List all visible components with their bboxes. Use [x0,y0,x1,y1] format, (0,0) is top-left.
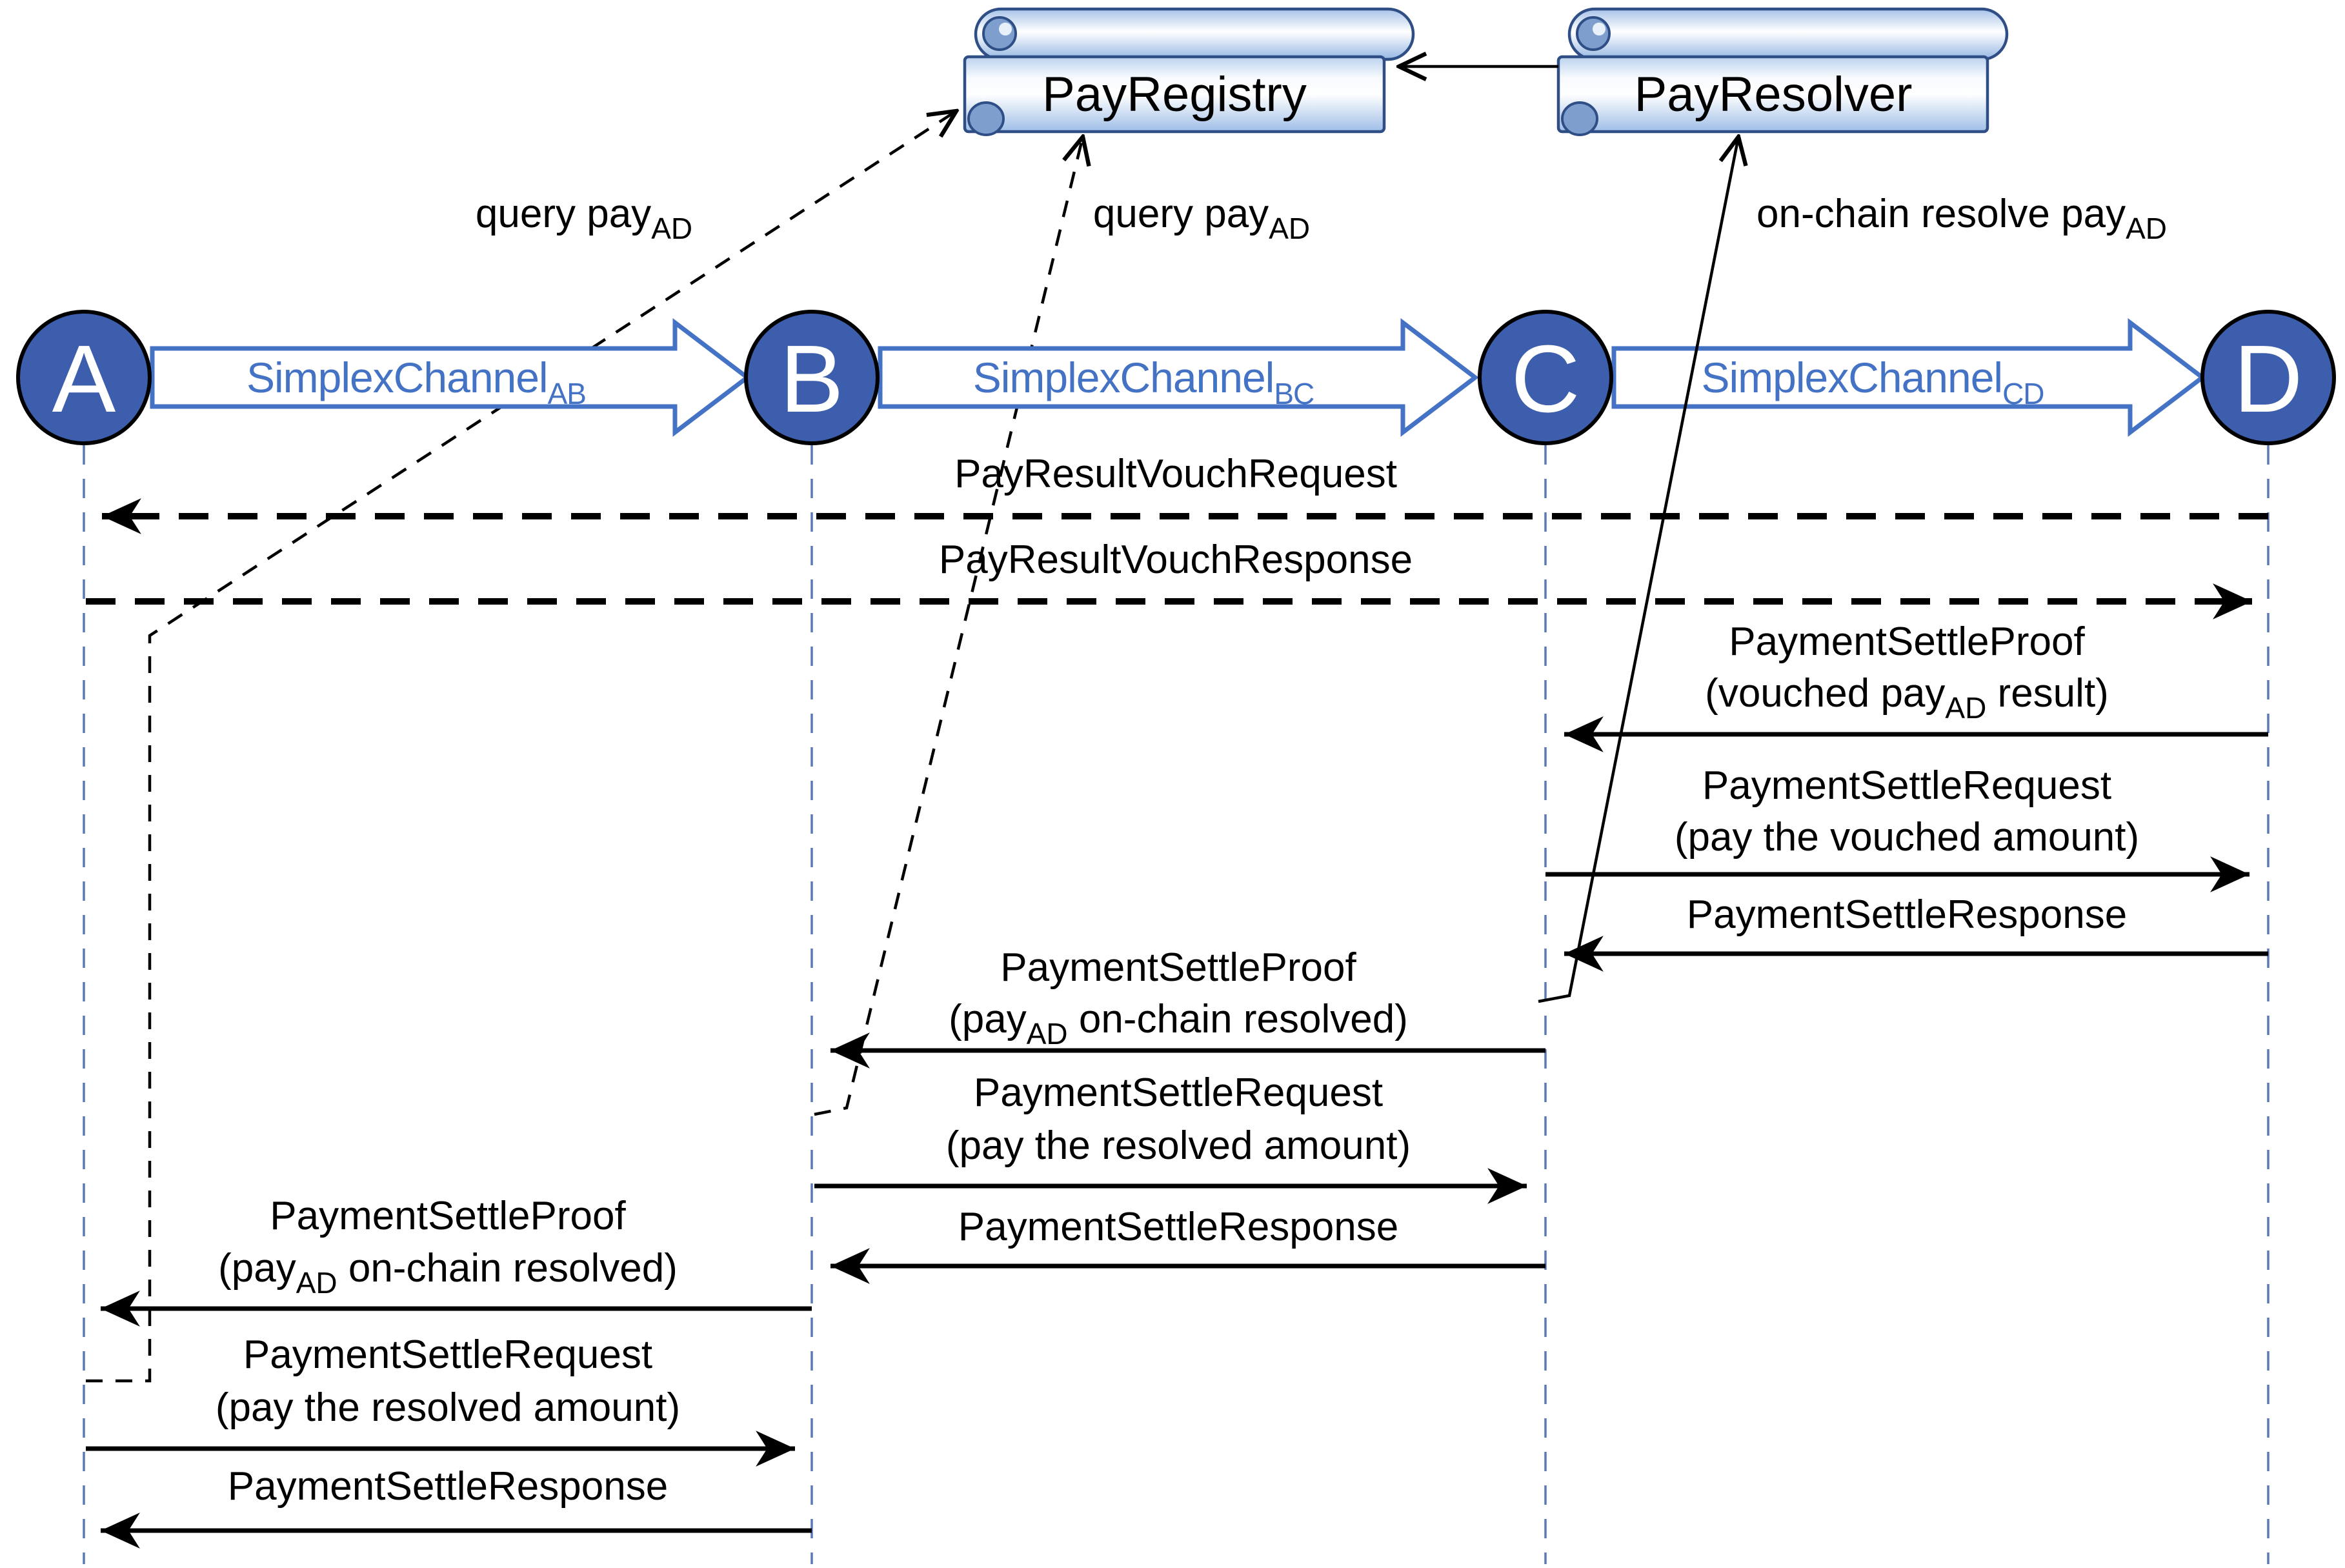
node-d [2200,310,2336,445]
scroll-curl-top [982,16,1017,51]
scroll-roll-top [974,7,1415,61]
message-label: PaymentSettleProof [270,1194,626,1238]
message-note: (vouched payAD result) [1705,671,2109,725]
channel-arrow-bc [878,317,1479,437]
resolve-line-c-to-resolver [1538,137,1738,1003]
node-c-label: C [1511,326,1580,432]
node-a [16,310,152,445]
channel-arrow-cd [1611,317,2206,437]
pay-resolver-title: PayResolver [1635,67,1913,122]
message-note: (payAD on-chain resolved) [949,997,1408,1050]
annotation-query-b: query payAD [1093,192,1310,245]
message-label: PaymentSettleResponse [958,1205,1398,1249]
lifelines [83,445,2270,1564]
pay-registry-scroll: PayRegistry [963,7,1415,136]
peer-nodes: A B C D [16,310,2336,445]
channel-arrow-ab [150,317,751,437]
annotations: query payAD query payAD on-chain resolve… [476,192,2167,245]
pay-resolver-scroll: PayResolver [1556,7,2009,136]
message-label: PaymentSettleResponse [228,1464,668,1509]
message-note: (pay the vouched amount) [1675,815,2139,859]
messages: PayResultVouchRequest PayResultVouchResp… [86,452,2268,1549]
message-label: PayResultVouchRequest [954,452,1397,496]
channel-label-cd: SimplexChannelCD [1701,354,2044,410]
channel-label-ab: SimplexChannelAB [247,354,586,410]
annotation-query-a: query payAD [476,192,692,245]
scroll-roll-top [1567,7,2009,61]
node-a-label: A [52,326,116,432]
scroll-curl-top [1576,16,1611,51]
scroll-body [1556,55,1989,134]
channel-label-bc: SimplexChannelBC [973,354,1314,410]
node-d-label: D [2234,326,2303,432]
node-c [1478,310,1613,445]
message-label: PaymentSettleRequest [974,1070,1383,1115]
scroll-curl-bottom [967,101,1005,136]
scroll-curl-highlight [999,23,1012,35]
message-note: (pay the resolved amount) [216,1385,680,1430]
simplex-channels: SimplexChannelAB SimplexChannelBC Simple… [150,317,2206,437]
message-label: PaymentSettleProof [1000,945,1356,990]
scroll-body [963,55,1386,134]
pay-registry-title: PayRegistry [1042,67,1307,122]
message-label: PaymentSettleRequest [1702,763,2111,808]
node-b-label: B [780,326,844,432]
node-b [744,310,880,445]
message-note: (pay the resolved amount) [946,1123,1411,1168]
message-note: (payAD on-chain resolved) [218,1246,678,1300]
message-label: PaymentSettleResponse [1687,892,2127,937]
scroll-curl-bottom [1561,101,1598,136]
query-line-b-to-registry [814,137,1083,1116]
scroll-curl-highlight [1593,23,1605,35]
message-label: PayResultVouchResponse [939,538,1413,582]
message-label: PaymentSettleProof [1729,619,2085,664]
query-line-a-to-registry [86,111,956,1383]
annotation-resolve: on-chain resolve payAD [1756,192,2167,245]
message-label: PaymentSettleRequest [243,1332,652,1377]
